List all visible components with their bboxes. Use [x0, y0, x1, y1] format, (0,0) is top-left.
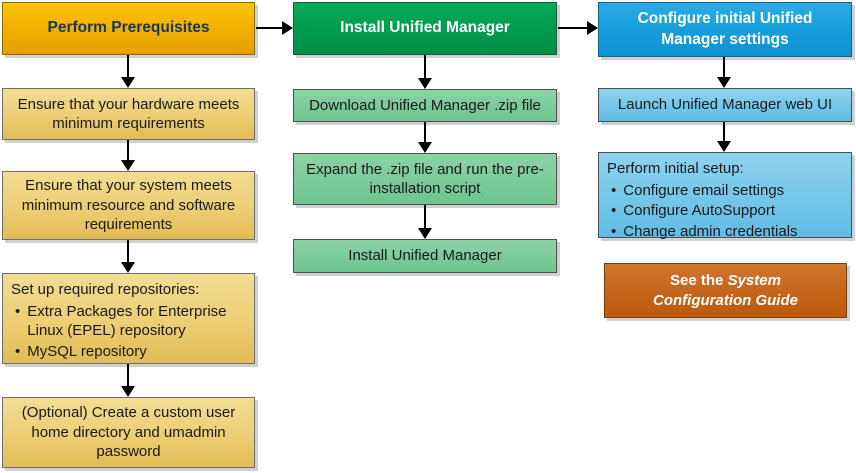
arrow-down-icon — [418, 122, 432, 153]
header-perform-prerequisites: Perform Prerequisites — [2, 2, 255, 55]
step-optional-home-directory: (Optional) Create a custom user home dir… — [2, 397, 255, 468]
step-launch-web-ui: Launch Unified Manager web UI — [598, 88, 852, 122]
arrow-right-icon — [558, 21, 598, 35]
bullet-configure-autosupport: Configure AutoSupport — [609, 201, 843, 221]
note-system-configuration-guide: See the System Configuration Guide — [604, 263, 847, 318]
bullet-change-admin-credentials: Change admin credentials — [609, 222, 843, 242]
header-configure-initial-settings: Configure initial Unified Manager settin… — [598, 2, 852, 57]
arrow-down-icon — [717, 57, 731, 88]
step-download-zip: Download Unified Manager .zip file — [293, 89, 557, 122]
initial-setup-title: Perform initial setup: — [607, 160, 744, 177]
guide-title-italic: System Configuration Guide — [653, 272, 798, 309]
arrow-down-icon — [418, 55, 432, 89]
step-expand-zip-run-script: Expand the .zip file and run the pre-ins… — [293, 153, 557, 205]
arrow-down-icon — [418, 205, 432, 239]
arrow-right-icon — [256, 21, 293, 35]
arrow-down-icon — [121, 55, 135, 88]
arrow-down-icon — [121, 240, 135, 273]
bullet-mysql-repository: MySQL repository — [13, 342, 246, 362]
step-setup-repositories: Set up required repositories: Extra Pack… — [2, 273, 255, 364]
bullet-configure-email: Configure email settings — [609, 181, 843, 201]
step-hardware-requirements: Ensure that your hardware meets minimum … — [2, 88, 255, 140]
arrow-down-icon — [121, 140, 135, 171]
bullet-epel-repository: Extra Packages for Enterprise Linux (EPE… — [13, 302, 246, 341]
repositories-title: Set up required repositories: — [11, 281, 200, 298]
step-install-unified-manager: Install Unified Manager — [293, 239, 557, 273]
arrow-down-icon — [717, 122, 731, 152]
arrow-down-icon — [121, 364, 135, 397]
note-text: See the System Configuration Guide — [653, 272, 798, 309]
step-system-requirements: Ensure that your system meets minimum re… — [2, 171, 255, 240]
header-install-unified-manager: Install Unified Manager — [293, 2, 557, 55]
step-perform-initial-setup: Perform initial setup: Configure email s… — [598, 152, 852, 240]
